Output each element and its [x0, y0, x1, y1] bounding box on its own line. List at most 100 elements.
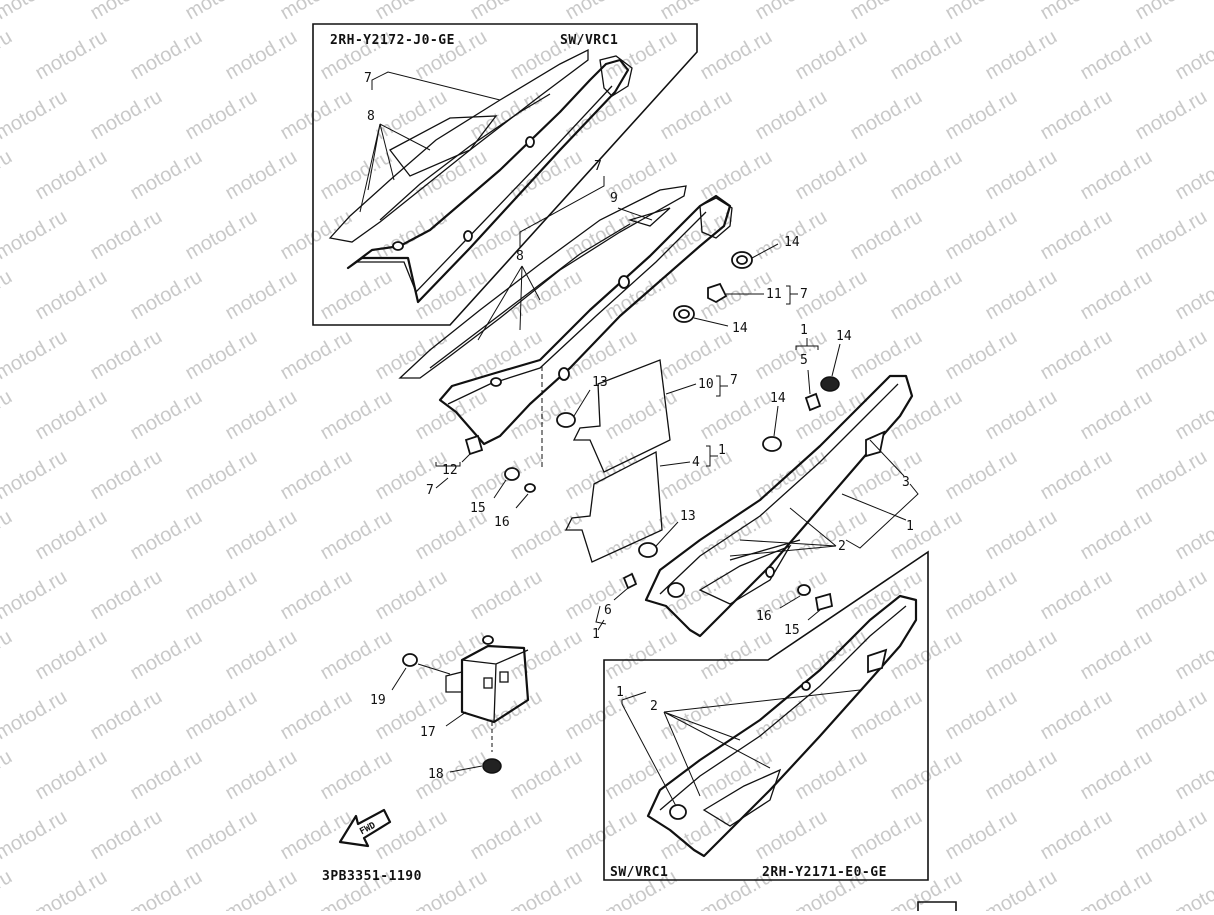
watermark-text: motod.ru [87, 326, 166, 385]
watermark-text: motod.ru [657, 0, 736, 24]
watermark-text: motod.ru [752, 86, 831, 145]
watermark-text: motod.ru [1172, 746, 1214, 805]
watermark-text: motod.ru [792, 146, 871, 205]
watermark-text: motod.ru [372, 446, 451, 505]
watermark-text: motod.ru [0, 86, 71, 145]
callout-8-center: 8 [516, 249, 524, 264]
watermark-text: motod.ru [657, 326, 736, 385]
watermark-text: motod.ru [507, 266, 586, 325]
watermark-text: motod.ru [127, 506, 206, 565]
watermark-text: motod.ru [182, 566, 261, 625]
watermark-text: motod.ru [467, 806, 546, 865]
callout-6: 6 [604, 603, 612, 618]
callout-2-lower: 2 [838, 539, 846, 554]
watermark-text: motod.ru [0, 326, 71, 385]
watermark-text: motod.ru [602, 746, 681, 805]
watermark-text: motod.ru [507, 506, 586, 565]
watermark-text: motod.ru [752, 0, 831, 24]
watermark-text: motod.ru [127, 746, 206, 805]
watermark-text: motod.ru [467, 206, 546, 265]
watermark-text: motod.ru [372, 86, 451, 145]
watermark-text: motod.ru [222, 746, 301, 805]
watermark-text: motod.ru [847, 326, 926, 385]
watermark-text: motod.ru [1172, 146, 1214, 205]
watermark-text: motod.ru [87, 206, 166, 265]
watermark-text: motod.ru [1077, 506, 1156, 565]
watermark-text: motod.ru [317, 146, 396, 205]
watermark-text: motod.ru [182, 806, 261, 865]
watermark-text: motod.ru [847, 806, 926, 865]
watermark-text: motod.ru [222, 626, 301, 685]
variant-box-lower-variant: SW/VRC1 [610, 865, 668, 880]
watermark-text: motod.ru [1077, 266, 1156, 325]
watermark-text: motod.ru [942, 326, 1021, 385]
watermark-text: motod.ru [562, 446, 641, 505]
watermark-text: motod.ru [87, 86, 166, 145]
watermark-text: motod.ru [277, 326, 356, 385]
watermark-text: motod.ru [847, 86, 926, 145]
watermark-text: motod.ru [1132, 806, 1211, 865]
watermark-text: motod.ru [467, 566, 546, 625]
watermark-text: motod.ru [1077, 26, 1156, 85]
callout-1-lower: 1 [906, 519, 914, 534]
watermark-text: motod.ru [562, 806, 641, 865]
watermark-text: motod.ru [0, 506, 16, 565]
watermark-text: motod.ru [562, 0, 641, 24]
watermark-text: motod.ru [1037, 686, 1116, 745]
callout-19: 19 [370, 693, 386, 708]
watermark-text: motod.ru [317, 626, 396, 685]
watermark-text: motod.ru [1172, 386, 1214, 445]
watermark-text: motod.ru [277, 446, 356, 505]
watermark-text: motod.ru [1172, 26, 1214, 85]
watermark-text: motod.ru [277, 0, 356, 24]
watermark-text: motod.ru [32, 626, 111, 685]
watermark-text: motod.ru [942, 446, 1021, 505]
watermark-text: motod.ru [277, 686, 356, 745]
watermark-text: motod.ru [1037, 0, 1116, 24]
watermark-text: motod.ru [752, 326, 831, 385]
watermark-text: motod.ru [942, 686, 1021, 745]
watermark-text: motod.ru [1132, 86, 1211, 145]
watermark-text: motod.ru [1172, 866, 1214, 911]
watermark-text: motod.ru [657, 86, 736, 145]
watermark-text: motod.ru [127, 626, 206, 685]
watermark-text: motod.ru [697, 146, 776, 205]
watermark-text: motod.ru [1077, 146, 1156, 205]
watermark-text: motod.ru [32, 386, 111, 445]
watermark-text: motod.ru [942, 566, 1021, 625]
callout-7-damper: 7 [426, 483, 434, 498]
watermark-text: motod.ru [1132, 686, 1211, 745]
watermark-text: motod.ru [982, 746, 1061, 805]
watermark-text: motod.ru [887, 506, 966, 565]
watermark-text: motod.ru [87, 446, 166, 505]
callout-11: 11 [766, 287, 782, 302]
watermark-text: motod.ru [657, 566, 736, 625]
watermark-text: motod.ru [32, 506, 111, 565]
watermark-text: motod.ru [182, 326, 261, 385]
watermark-text: motod.ru [942, 806, 1021, 865]
watermark-text: motod.ru [412, 746, 491, 805]
callout-9: 9 [610, 191, 618, 206]
watermark-text: motod.ru [32, 146, 111, 205]
watermark-text: motod.ru [222, 506, 301, 565]
watermark-text: motod.ru [182, 86, 261, 145]
watermark-text: motod.ru [127, 26, 206, 85]
watermark-text: motod.ru [887, 866, 966, 911]
watermark-text: motod.ru [792, 26, 871, 85]
watermark-text: motod.ru [562, 206, 641, 265]
watermark-text: motod.ru [87, 0, 166, 24]
watermark-text: motod.ru [0, 866, 16, 911]
watermark-text: motod.ru [792, 506, 871, 565]
watermark-text: motod.ru [0, 146, 16, 205]
watermark-text: motod.ru [982, 626, 1061, 685]
watermark-text: motod.ru [0, 0, 71, 24]
watermark-text: motod.ru [1037, 326, 1116, 385]
watermark-text: motod.ru [222, 266, 301, 325]
watermark-text: motod.ru [317, 746, 396, 805]
watermark-text: motod.ru [0, 206, 71, 265]
watermark-text: motod.ru [887, 746, 966, 805]
watermark-text: motod.ru [1037, 566, 1116, 625]
